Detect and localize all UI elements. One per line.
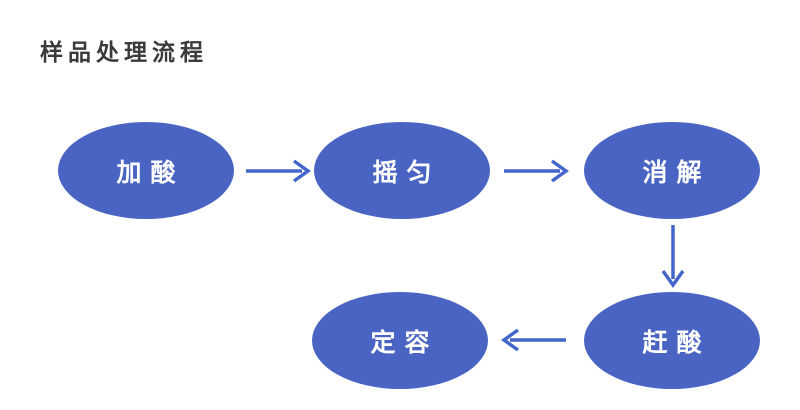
flow-node-drive-off-acid: 赶酸 bbox=[584, 292, 760, 389]
flow-node-add-acid: 加酸 bbox=[58, 122, 234, 219]
arrow-drive-off-acid-to-fix-volume-icon bbox=[500, 328, 566, 352]
flow-node-fix-volume: 定容 bbox=[312, 292, 488, 389]
flow-node-label: 消解 bbox=[642, 158, 711, 187]
flow-node-digestion: 消解 bbox=[584, 122, 760, 219]
flow-node-label: 摇匀 bbox=[372, 158, 441, 187]
flow-node-shake-well: 摇匀 bbox=[314, 122, 490, 219]
flow-node-label: 赶酸 bbox=[642, 328, 711, 357]
flow-node-label: 定容 bbox=[370, 328, 439, 357]
arrow-digestion-to-drive-off-acid-icon bbox=[661, 225, 685, 289]
page-title: 样品处理流程 bbox=[40, 39, 208, 65]
arrow-shake-to-digestion-icon bbox=[504, 159, 570, 183]
arrow-add-acid-to-shake-icon bbox=[246, 159, 312, 183]
flow-node-label: 加酸 bbox=[116, 158, 185, 187]
